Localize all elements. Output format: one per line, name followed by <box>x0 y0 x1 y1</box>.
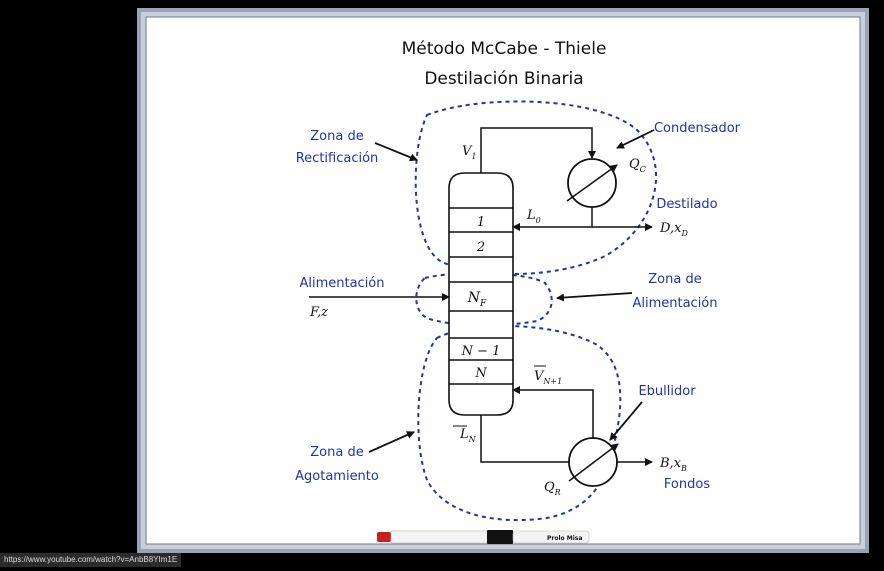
destilado-label: Destilado <box>656 197 717 212</box>
fondos-label: Fondos <box>664 477 710 492</box>
stage-n-label: N <box>474 366 487 381</box>
left-black-margin <box>0 0 127 567</box>
condenser-pointer <box>616 129 655 149</box>
stage-2-label: 2 <box>476 240 485 255</box>
vn1-label: VN+1 <box>534 369 562 386</box>
feed-stage-label: NF <box>467 290 487 309</box>
feed-zone-pointer <box>556 292 633 302</box>
distillation-column <box>448 172 514 416</box>
whiteboard: Método McCabe - Thiele Destilación Binar… <box>127 0 878 567</box>
ln-label: LN <box>459 427 477 444</box>
title-line-1: Método McCabe - Thiele <box>402 39 607 59</box>
bottoms-bx-label: B,xB <box>659 456 687 473</box>
reboiler-pointer <box>609 401 643 441</box>
zona-agotamiento-label-1: Zona de <box>310 445 363 460</box>
bottoms-liquid-line <box>480 415 569 463</box>
feed-fz-label: F,z <box>309 305 328 320</box>
zona-alimentacion-label-2: Alimentación <box>632 296 717 311</box>
ebullidor-label: Ebullidor <box>638 384 696 399</box>
distillate-dx-label: D,xD <box>659 221 688 238</box>
title-line-2: Destilación Binaria <box>424 69 583 89</box>
stripping-zone-pointer <box>368 431 415 453</box>
marker-pen: Prolo Misa <box>377 530 590 544</box>
url-overlay: https://www.youtube.com/watch?v=AnbB8YIm… <box>0 553 182 567</box>
qc-label: QC <box>629 157 646 174</box>
v1-label: V1 <box>462 144 476 161</box>
condensador-label: Condensador <box>654 121 741 136</box>
alimentacion-label: Alimentación <box>299 276 384 291</box>
zona-rectificacion-label-2: Rectificación <box>296 151 379 166</box>
distillation-diagram: Método McCabe - Thiele Destilación Binar… <box>137 8 869 553</box>
zona-agotamiento-label-2: Agotamiento <box>295 469 379 484</box>
rect-zone-pointer <box>374 142 418 162</box>
marker-brand-text: Prolo Misa <box>547 535 582 542</box>
vapor-vn1-line <box>512 386 594 438</box>
l0-label: L0 <box>526 208 541 225</box>
vapor-v1-line <box>480 127 596 173</box>
stripping-zone-outline <box>417 324 622 522</box>
zona-alimentacion-label-1: Zona de <box>648 272 701 287</box>
stage-n-minus-1-label: N − 1 <box>461 344 501 359</box>
right-black-margin <box>878 0 884 567</box>
zona-rectificacion-label-1: Zona de <box>310 129 363 144</box>
rectification-zone-outline <box>414 100 658 276</box>
reboiler-arrow <box>568 443 619 482</box>
stage-1-label: 1 <box>477 215 485 230</box>
qr-label: QR <box>544 480 561 497</box>
condenser-arrow <box>566 164 618 202</box>
